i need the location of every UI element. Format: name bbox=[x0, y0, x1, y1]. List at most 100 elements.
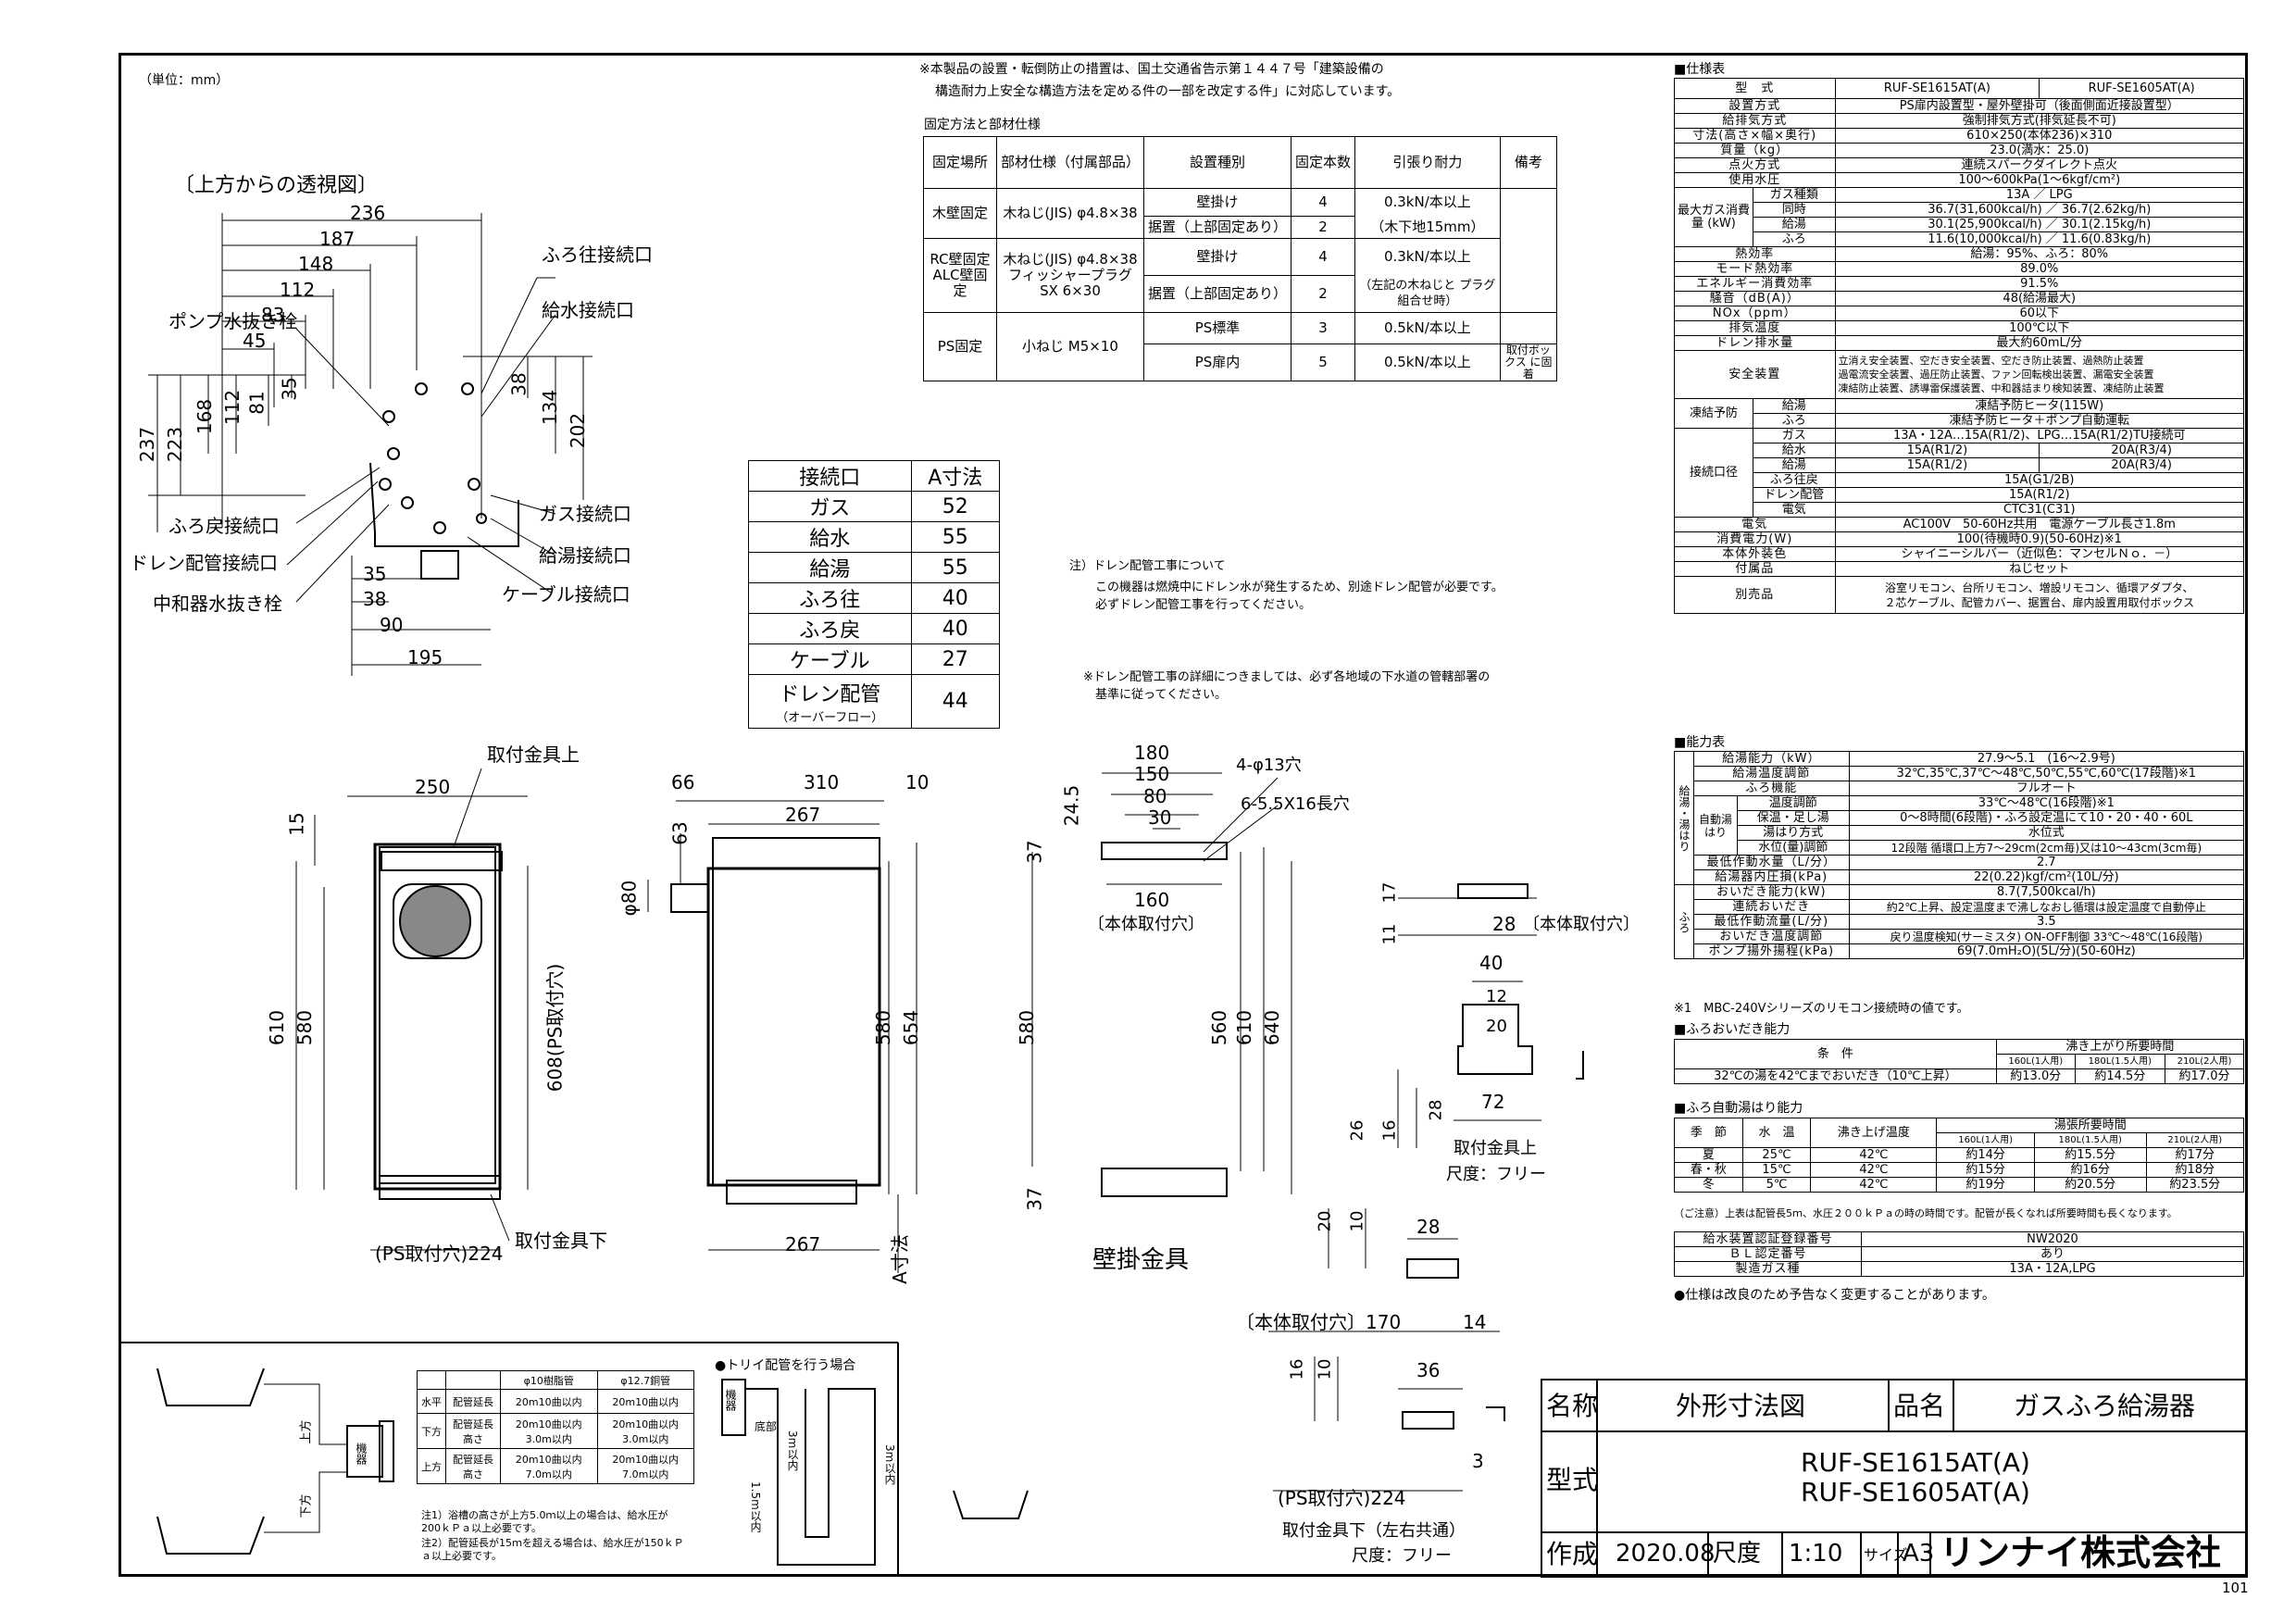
label-water-in: 給水接続口 bbox=[542, 299, 634, 321]
page-number: 101 bbox=[2222, 1580, 2249, 1596]
fix-r4-3: 3 bbox=[1291, 312, 1356, 344]
pt-r0-2: 20m10曲以内 bbox=[500, 1389, 598, 1414]
ab-r6-1: 12段階 循環口上方7〜29cm(2cm毎)又は10〜43cm(3cm毎) bbox=[1848, 840, 2245, 856]
fix-diag bbox=[1499, 188, 1558, 313]
wb-dim-560: 560 bbox=[1208, 1009, 1231, 1046]
drain-note-1: 注）ドレン配管工事について bbox=[1069, 559, 1226, 573]
ab-r9-0: おいだき能力(kW) bbox=[1693, 884, 1850, 900]
spec-r2-31: 48(給湯最大) bbox=[1834, 291, 2245, 306]
pt-r0-3: 20m10曲以内 bbox=[596, 1389, 694, 1414]
ab-r1-0: 給湯温度調節 bbox=[1693, 766, 1850, 781]
pipe-note-2: 注2）配管延長が15ｍを超える場合は、給水圧が150ｋＰａ以上必要です。 bbox=[421, 1537, 684, 1562]
spec-r3-1: 23.0(満水：25.0) bbox=[1834, 143, 2245, 158]
rh-h0: 条 件 bbox=[1674, 1039, 1997, 1069]
af-h1: 水 温 bbox=[1741, 1118, 1812, 1148]
fix-r5-2: PS扉内 bbox=[1142, 344, 1292, 381]
dim-left-1: 223 bbox=[164, 426, 187, 463]
spec-c1-1: 15A(R1/2) bbox=[1834, 443, 2040, 458]
top-view-title: 〔上方からの透視図〕 bbox=[174, 174, 379, 197]
trap-label-unit: 機器 bbox=[724, 1389, 737, 1411]
tb-name-label: 名称 bbox=[1546, 1391, 1599, 1421]
dim-bot-3: 195 bbox=[407, 646, 443, 668]
lb-label-name: 取付金具下（左右共通） bbox=[1282, 1521, 1466, 1541]
wall-bracket-drawing bbox=[1031, 772, 1292, 1197]
tb-scale-label: 尺度 bbox=[1713, 1540, 1762, 1568]
front-dim-580: 580 bbox=[293, 1009, 317, 1046]
ub-dim-40: 40 bbox=[1479, 952, 1504, 974]
dim-left-3: 112 bbox=[221, 389, 244, 426]
rh-s1: 180L(1.5人用) bbox=[2074, 1054, 2166, 1069]
wb-dim-150: 150 bbox=[1134, 763, 1170, 785]
dim-left-5: 35 bbox=[278, 377, 301, 401]
pt-r1-1: 配管延長 高さ bbox=[445, 1413, 501, 1449]
ab-r13-0: ポンプ揚外揚程(kPa) bbox=[1693, 943, 1850, 959]
af-r2-5: 約23.5分 bbox=[2145, 1177, 2245, 1193]
dim-bot-2: 90 bbox=[380, 614, 404, 636]
spec-r2-10: モード熱効率 bbox=[1674, 261, 1836, 277]
reheat-table: 条 件沸き上がり所要時間 160L(1人用)180L(1.5人用)210L(2人… bbox=[1674, 1039, 2245, 1084]
pt-h3: φ12.7銅管 bbox=[596, 1370, 694, 1390]
pt-r2-0: 上方 bbox=[417, 1448, 446, 1484]
front-label-lower: 取付金具下 bbox=[515, 1230, 607, 1252]
dim-right-1: 134 bbox=[539, 389, 562, 426]
a-r6-1: 44 bbox=[910, 674, 1000, 729]
spec-c0-1: 13A・12A…15A(R1/2)、LPG…15A(R1/2)TU接続可 bbox=[1834, 428, 2245, 443]
fix-r0-1: 木ねじ(JIS) φ4.8×38 bbox=[996, 188, 1144, 239]
dim-top-2: 148 bbox=[298, 253, 334, 275]
trap-label-1-5: 1.5m以内 bbox=[749, 1481, 762, 1532]
rh-r0: 32℃の湯を42℃までおいだき（10℃上昇） bbox=[1674, 1068, 1997, 1084]
ab-r11-1: 3.5 bbox=[1848, 914, 2245, 930]
rh-s0: 160L(1人用) bbox=[1995, 1054, 2076, 1069]
a-r6-sub: （オーバーフロー） bbox=[776, 711, 884, 725]
spec-r0-0: 設置方式 bbox=[1674, 98, 1836, 114]
drawing-frame bbox=[119, 53, 2248, 1577]
rh-h1: 沸き上がり所要時間 bbox=[1995, 1039, 2245, 1055]
dim-bot-1: 38 bbox=[363, 588, 387, 610]
a-r1-1: 55 bbox=[910, 521, 1000, 553]
ub-dim-17: 17 bbox=[1379, 881, 1400, 904]
dim-top-1: 187 bbox=[319, 228, 356, 250]
spec-gasr0-0: 同時 bbox=[1753, 202, 1836, 218]
spec-fr0-1: 凍結予防ヒータ(115W) bbox=[1834, 398, 2245, 414]
spec-c4-1: 15A(R1/2) bbox=[1834, 487, 2245, 503]
spec-r2-20: エネルギー消費効率 bbox=[1674, 276, 1836, 292]
ab-r2-1: フルオート bbox=[1848, 781, 2245, 796]
spec-c2-0: 給湯 bbox=[1753, 457, 1836, 473]
wb-label-holes: 4-φ13穴 bbox=[1236, 756, 1302, 775]
lb-dim-3: 3 bbox=[1472, 1450, 1484, 1472]
af-r1-0: 春・秋 bbox=[1674, 1162, 1743, 1178]
notice-line2: 構造耐力上安全な構造方法を定める件の一部を改定する件」に対応しています。 bbox=[935, 84, 1401, 99]
cert-note: ●仕様は改良のため予告なく変更することがあります。 bbox=[1674, 1288, 1995, 1303]
spec-r2-00: 熱効率 bbox=[1674, 246, 1836, 262]
pt-h1 bbox=[445, 1370, 501, 1390]
rh-s2: 210L(2人用) bbox=[2165, 1054, 2244, 1069]
spec-r5-1: 100〜600kPa(1〜6kgf/cm²) bbox=[1834, 172, 2245, 188]
ab-r11-0: 最低作動流量(L/分) bbox=[1693, 914, 1850, 930]
lb-dim-36: 36 bbox=[1416, 1359, 1441, 1381]
side-dim-310: 310 bbox=[804, 771, 840, 793]
spec-conn-label: 接続口径 bbox=[1674, 428, 1753, 518]
spec-sold-1: ２芯ケーブル、配管カバー、据置台、扉内設置用取付ボックス bbox=[1884, 595, 2195, 609]
ab-r12-0: おいだき温度調節 bbox=[1693, 929, 1850, 944]
pipe-label-unit: 機器 bbox=[355, 1443, 368, 1465]
spec-r1-0: 給排気方式 bbox=[1674, 113, 1836, 129]
ab-r4-0: 保温・足し湯 bbox=[1737, 810, 1850, 826]
spec-sold: 浴室リモコン、台所リモコン、増設リモコン、循環アダプタ、２芯ケーブル、配管カバー… bbox=[1834, 576, 2245, 614]
fixing-title: 固定方法と部材仕様 bbox=[924, 118, 1041, 132]
ab-r10-0: 連続おいだき bbox=[1693, 899, 1850, 915]
ability-side3: ふろ bbox=[1674, 884, 1694, 959]
lb-dim-10: 10 bbox=[1347, 1210, 1367, 1232]
lb-dim-28: 28 bbox=[1416, 1216, 1441, 1238]
side-dim-a: A寸法 bbox=[888, 1234, 911, 1284]
lb-dim-170: 〔本体取付穴〕170 bbox=[1236, 1311, 1402, 1333]
ab-r9-1: 8.7(7,500kcal/h) bbox=[1848, 884, 2245, 900]
pipe-label-down: 下方 bbox=[299, 1493, 314, 1518]
fix-r2-3: 4 bbox=[1291, 238, 1356, 276]
af-r2-0: 冬 bbox=[1674, 1177, 1743, 1193]
fix-r4-5 bbox=[1499, 312, 1558, 344]
spec-r5-0: 使用水圧 bbox=[1674, 172, 1836, 188]
tb-product: ガスふろ給湯器 bbox=[2014, 1391, 2196, 1421]
spec-r2-60: ドレン排水量 bbox=[1674, 335, 1836, 351]
